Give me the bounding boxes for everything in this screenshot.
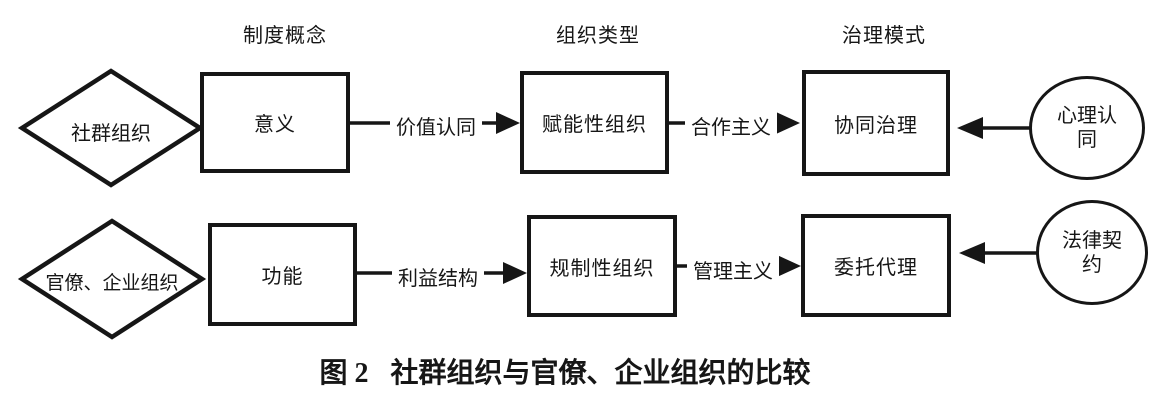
type-box-regulative-organization: 规制性组织 (527, 215, 677, 317)
governance-box-principal-agent: 委托代理 (801, 214, 951, 317)
basis-circle-psychological-identity-label: 心理认同 (1057, 105, 1117, 151)
edge-label-interest-structure: 利益结构 (392, 262, 484, 291)
basis-circle-legal-contract: 法律契约 (1036, 200, 1148, 305)
concept-box-function: 功能 (208, 223, 357, 326)
arrowhead-left-icon (957, 117, 983, 139)
arrowhead-right-icon (777, 255, 801, 277)
concept-box-meaning: 意义 (200, 72, 350, 173)
bureaucracy-diamond-shape (17, 218, 207, 340)
column-header-institution-concept: 制度概念 (243, 25, 327, 47)
bureaucracy-diamond-label: 官僚、企业组织 (45, 273, 179, 294)
arrowhead-right-icon (503, 262, 527, 284)
figure-caption-number: 图 2 (319, 358, 369, 389)
type-box-enabling-organization: 赋能性组织 (520, 71, 669, 174)
column-header-governance-mode: 治理模式 (842, 25, 926, 47)
basis-circle-legal-contract-label: 法律契约 (1062, 229, 1122, 276)
column-header-organization-type: 组织类型 (556, 25, 640, 47)
edge-label-cooperativism: 合作主义 (685, 111, 777, 140)
community-diamond-label: 社群组织 (71, 123, 151, 145)
edge-label-values-identity: 价值认同 (390, 111, 482, 140)
figure-caption: 图 2 社群组织与官僚、企业组织的比较 (0, 351, 1130, 391)
basis-circle-psychological-identity: 心理认同 (1029, 76, 1145, 180)
arrowhead-left-icon (959, 242, 985, 264)
edge-label-managerialism: 管理主义 (687, 255, 779, 284)
arrowhead-right-icon (496, 112, 520, 134)
figure-caption-title: 社群组织与官僚、企业组织的比较 (390, 358, 811, 389)
governance-box-collaborative-governance: 协同治理 (802, 70, 950, 176)
arrowhead-right-icon (776, 112, 800, 134)
